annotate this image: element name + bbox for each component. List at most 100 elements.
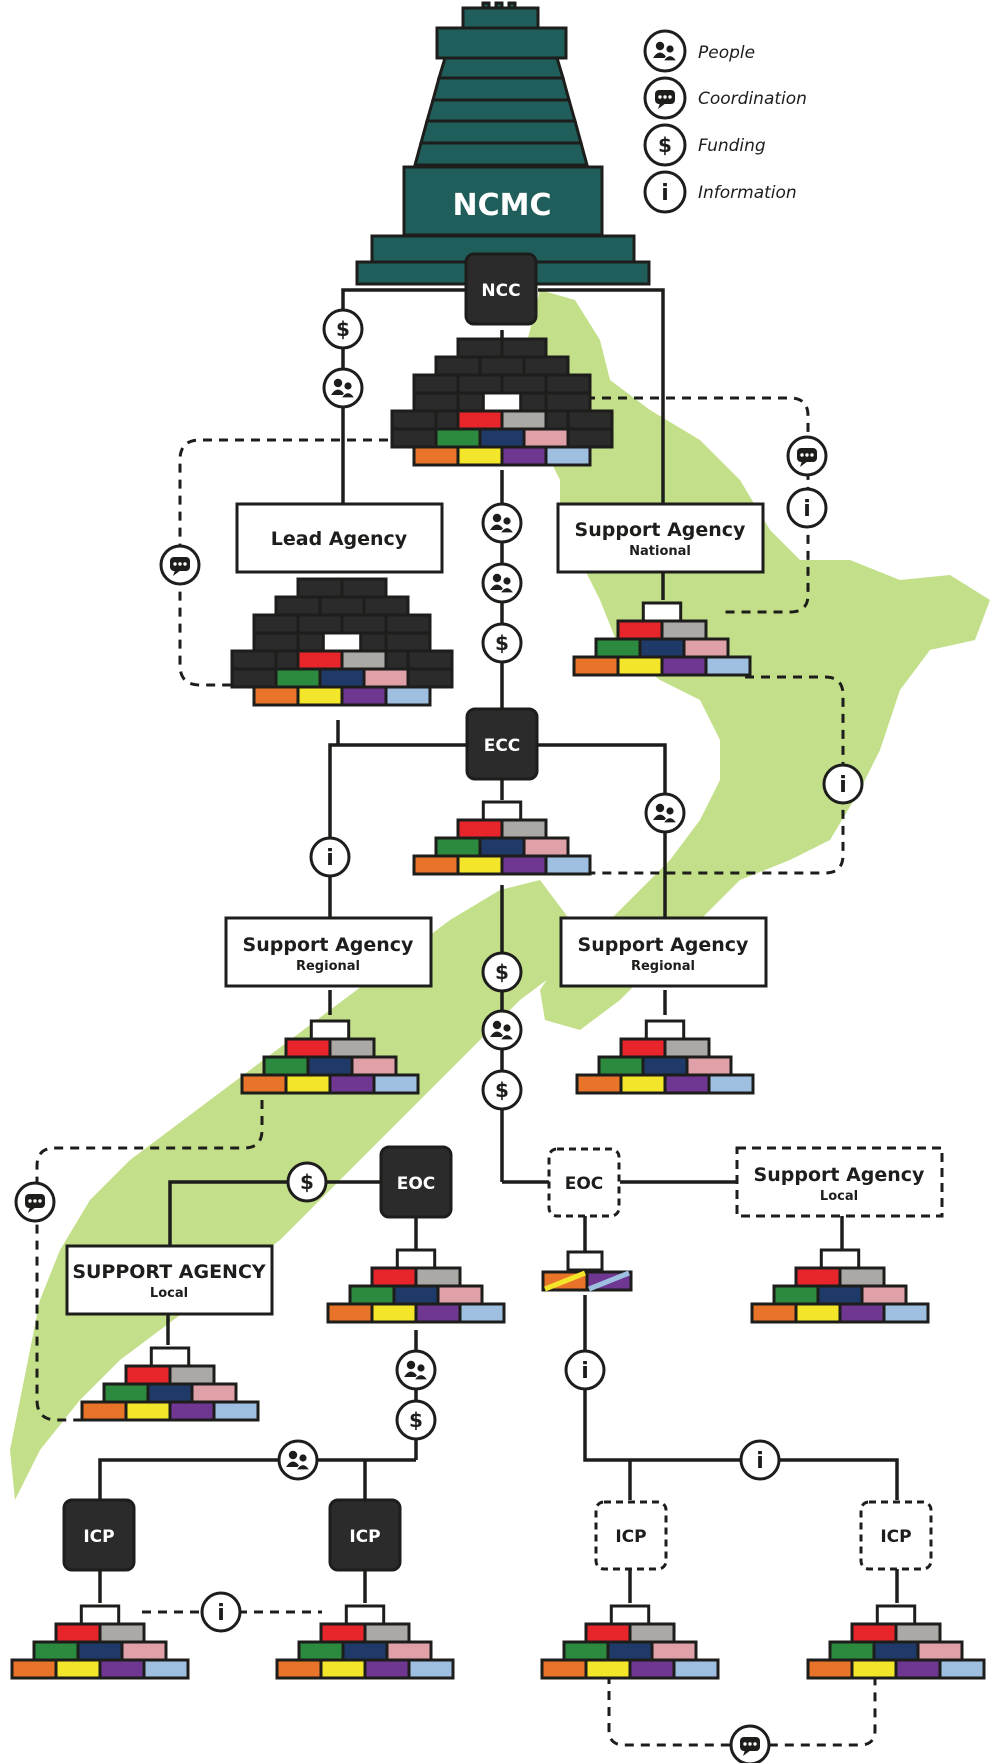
people-icon xyxy=(322,367,364,409)
person-head xyxy=(665,44,675,54)
team-block xyxy=(606,1640,654,1662)
speech-dot xyxy=(753,1742,757,1746)
team-block xyxy=(894,1622,942,1644)
north-island-shape xyxy=(520,290,990,1030)
person-body xyxy=(490,524,504,530)
team-block xyxy=(319,1658,367,1680)
team-block xyxy=(309,1019,351,1041)
team-block xyxy=(616,619,664,641)
flow-icons: $i$ii$$$$iii xyxy=(14,308,864,1763)
team-block xyxy=(882,1302,930,1324)
person-head xyxy=(333,378,343,388)
coordination-icon xyxy=(786,435,828,477)
dark-block xyxy=(412,391,460,413)
team-block xyxy=(296,685,344,707)
speech-tail xyxy=(658,103,666,109)
team-block xyxy=(168,1400,216,1422)
dark-block xyxy=(384,613,432,635)
team-block xyxy=(370,1266,418,1288)
information-icon-circle xyxy=(643,170,687,214)
team-block xyxy=(597,1055,645,1077)
team-block xyxy=(190,1382,238,1404)
funding-icon-circle xyxy=(286,1161,328,1203)
person-head xyxy=(655,803,665,813)
information-icon: i xyxy=(643,170,687,214)
team-block xyxy=(318,667,366,689)
people-icon xyxy=(481,562,523,604)
team-block xyxy=(76,1640,124,1662)
information-icon: i xyxy=(786,487,828,529)
information-icon: i xyxy=(822,763,864,805)
team-block xyxy=(481,800,523,822)
team-block xyxy=(575,1073,623,1095)
team-block xyxy=(120,1640,168,1662)
dark-block xyxy=(566,427,614,449)
team-block xyxy=(348,1284,396,1306)
team-block xyxy=(284,1073,332,1095)
team-block xyxy=(850,1658,898,1680)
team-block xyxy=(414,1302,462,1324)
team-block xyxy=(860,1284,908,1306)
team-block xyxy=(456,409,504,431)
team-block xyxy=(544,445,592,467)
support-local-upper-subtitle: Local xyxy=(150,1286,188,1301)
dark-block xyxy=(412,373,460,395)
person-body xyxy=(653,52,667,58)
legend-people-label: People xyxy=(698,43,755,63)
team-block xyxy=(458,1302,506,1324)
speech-dot xyxy=(658,95,662,99)
speech-dot xyxy=(28,1199,32,1203)
person-body xyxy=(331,389,345,395)
team-block xyxy=(149,1346,191,1368)
team-block xyxy=(816,1284,864,1306)
speech-dot xyxy=(183,562,187,566)
team-block xyxy=(660,619,708,641)
team-block xyxy=(340,685,388,707)
dark-block xyxy=(230,649,278,671)
team-block xyxy=(704,655,752,677)
team-block xyxy=(412,854,460,876)
dark-block xyxy=(390,409,438,431)
info-glyph: i xyxy=(756,1449,764,1474)
support-local-upper-team-pyramid xyxy=(80,1346,260,1422)
funding-icon: $ xyxy=(286,1161,328,1203)
people-icon-circle xyxy=(644,792,686,834)
team-block xyxy=(644,1019,686,1041)
dark-block xyxy=(406,667,454,689)
team-block xyxy=(481,391,523,413)
speech-dot xyxy=(178,562,182,566)
people-icon-circle xyxy=(395,1349,437,1391)
coordination-icon xyxy=(14,1181,56,1223)
team-block xyxy=(240,1073,288,1095)
icp-1-team-pyramid xyxy=(10,1604,190,1680)
support-local-dashed-title: Support Agency xyxy=(754,1164,926,1186)
dark-block xyxy=(340,613,388,635)
icp-3-label: ICP xyxy=(615,1527,646,1547)
team-block xyxy=(326,1302,374,1324)
lead-agency-box: Lead Agency xyxy=(235,502,444,574)
support-national-team-pyramid xyxy=(572,601,752,677)
person-body xyxy=(661,54,679,62)
dark-block xyxy=(544,373,592,395)
funding-icon-circle xyxy=(481,622,523,664)
team-block xyxy=(828,1640,876,1662)
funding-icon-circle xyxy=(643,123,687,167)
information-icon: i xyxy=(564,1349,606,1391)
team-block xyxy=(456,445,504,467)
team-block xyxy=(407,1658,455,1680)
speech-dot xyxy=(38,1199,42,1203)
funding-icon-circle xyxy=(395,1399,437,1441)
dark-block xyxy=(296,577,344,599)
support-regional-left-title: Support Agency xyxy=(243,934,415,956)
team-block xyxy=(500,409,548,431)
support-agency-regional-right-box: Support Agency Regional xyxy=(559,916,768,988)
team-block xyxy=(274,667,322,689)
team-block xyxy=(819,1248,861,1270)
dark-block xyxy=(252,613,300,635)
coordination-icon xyxy=(643,76,687,120)
legend-information-label: Information xyxy=(698,183,797,203)
team-block xyxy=(363,1658,411,1680)
people-icon xyxy=(644,792,686,834)
team-block xyxy=(252,685,300,707)
dollar-glyph: $ xyxy=(495,1078,509,1102)
